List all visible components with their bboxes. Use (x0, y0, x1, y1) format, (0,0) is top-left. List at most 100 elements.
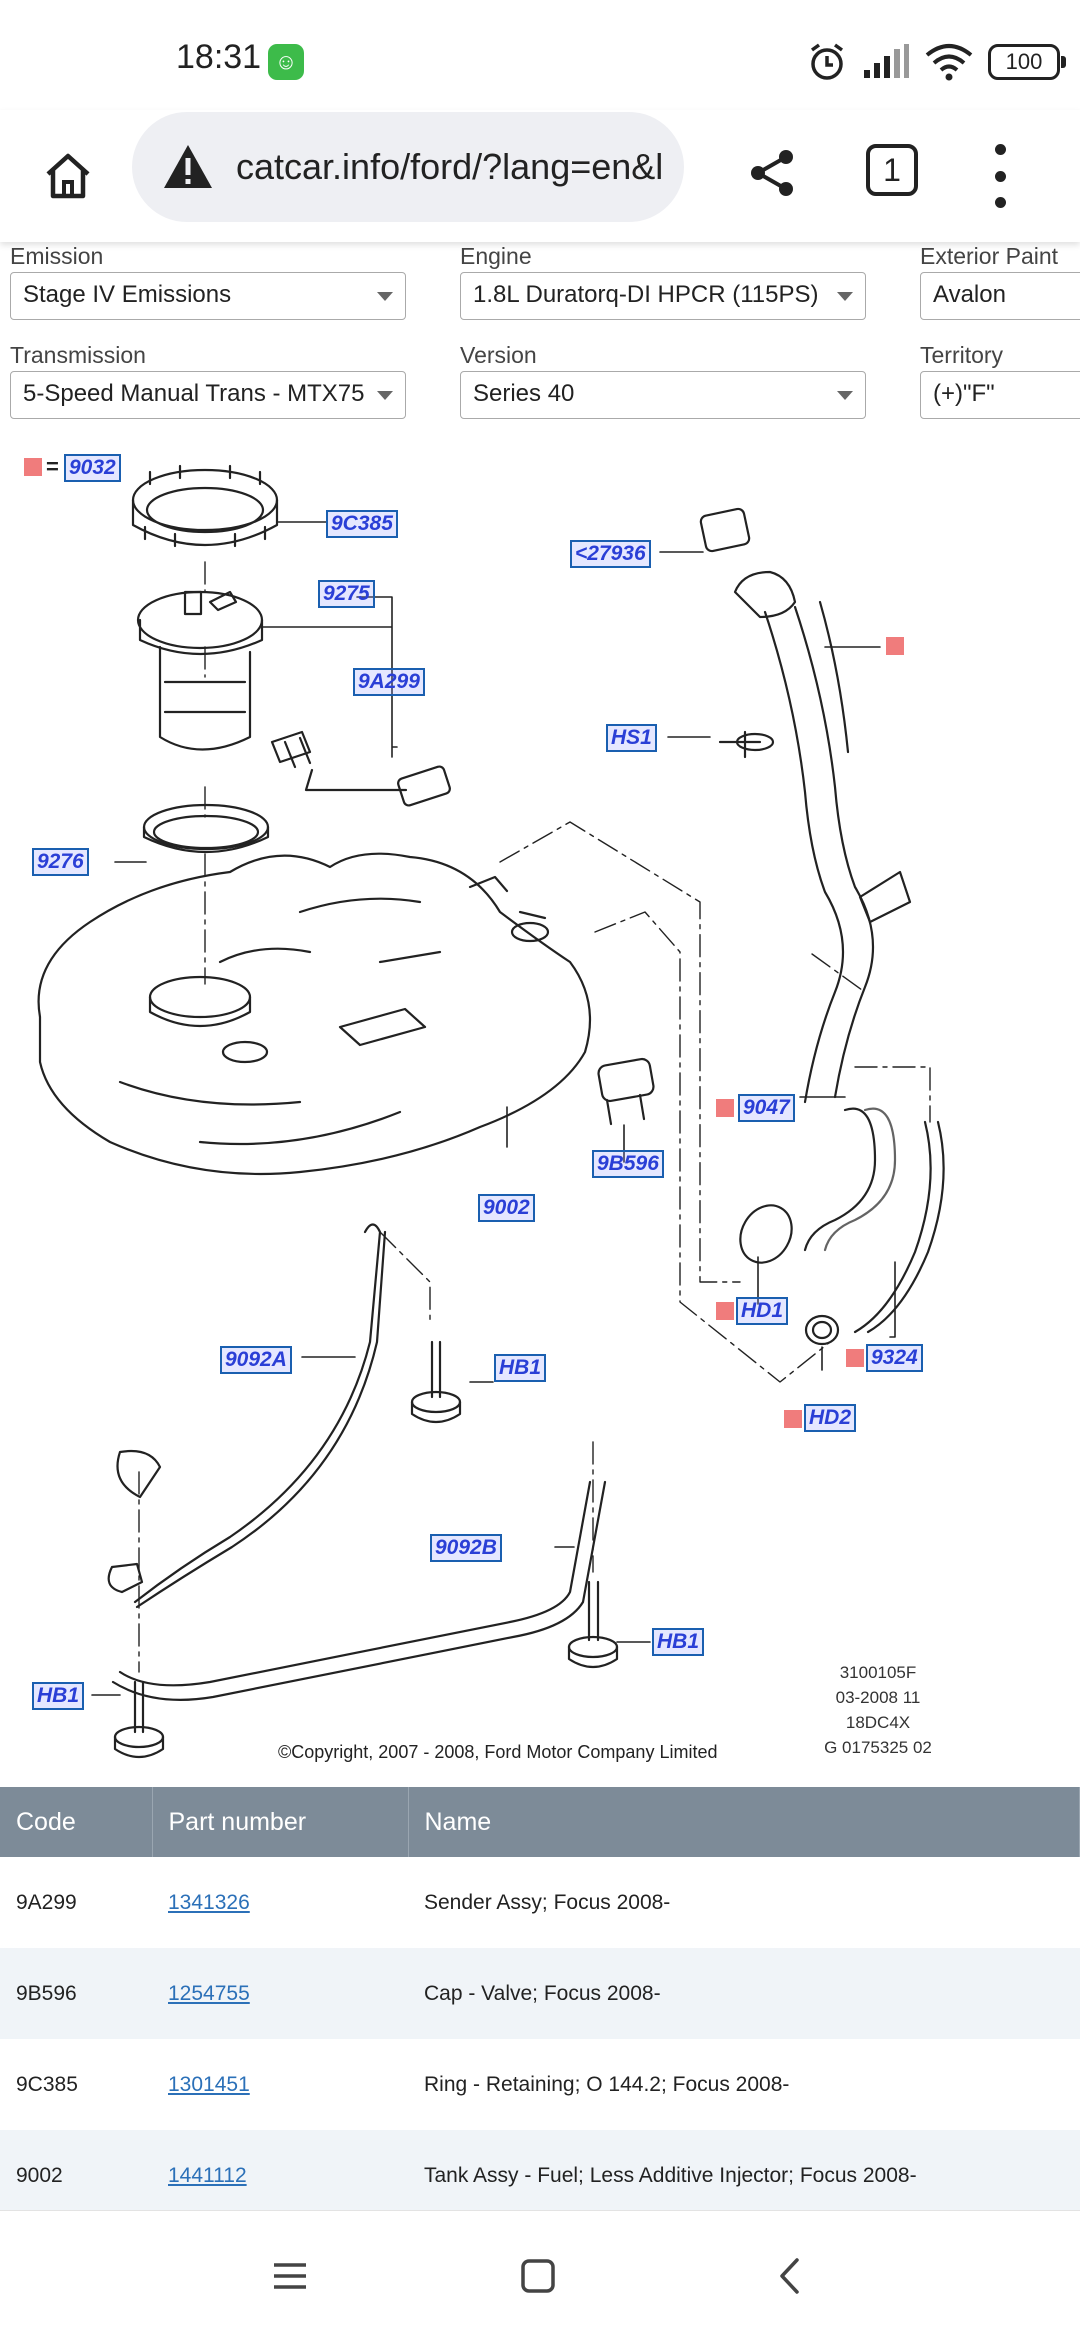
transmission-select[interactable]: 5-Speed Manual Trans - MTX75 (10, 371, 406, 419)
callout-9092a[interactable]: 9092A (220, 1346, 292, 1374)
share-icon (751, 150, 793, 196)
territory-select[interactable]: (+)"F" (920, 371, 1080, 419)
table-row: 9A299 1341326 Sender Assy; Focus 2008- (0, 1857, 1080, 1948)
callout-9a299[interactable]: 9A299 (353, 668, 425, 696)
chevron-down-icon (377, 292, 393, 301)
callout-hd1[interactable]: HD1 (736, 1297, 789, 1325)
emission-select[interactable]: Stage IV Emissions (10, 272, 406, 320)
callout-hd2[interactable]: HD2 (804, 1404, 857, 1432)
tank-strap-drawing (107, 1223, 607, 1701)
leader-lines (91, 521, 896, 1696)
transmission-value: 5-Speed Manual Trans - MTX75 (23, 380, 365, 407)
cell-code: 9C385 (16, 2072, 78, 2096)
status-bar: 18:31 ☺ 100 (0, 0, 1080, 110)
part-number-link[interactable]: 1301451 (168, 2072, 250, 2096)
chevron-down-icon (837, 292, 853, 301)
header-part-number: Part number (152, 1787, 409, 1857)
android-robot-icon: ☺ (268, 44, 304, 80)
marker-icon (24, 458, 42, 476)
callout-hb1[interactable]: HB1 (494, 1354, 547, 1382)
drawing-stamp: 3100105F 03-2008 11 18DC4X G 0175325 02 (808, 1660, 948, 1760)
marker-icon (716, 1302, 734, 1320)
fuel-system-drawing (37, 464, 945, 1759)
callout-27936[interactable]: <27936 (570, 540, 651, 568)
parts-diagram: = 9032 9C385 9275 9A299 <27936 HS1 9276 … (0, 442, 1080, 1787)
territory-filter: Territory (+)"F" (920, 341, 1080, 419)
exterior-paint-label: Exterior Paint (920, 243, 1059, 269)
header-code: Code (0, 1787, 153, 1857)
callout-9032[interactable]: 9032 (64, 454, 121, 482)
cell-part-number: 1441112 (152, 2130, 408, 2221)
territory-value: (+)"F" (933, 380, 995, 407)
marker-icon (784, 1410, 802, 1428)
header-name: Name (408, 1787, 1080, 1857)
stamp-line: 03-2008 11 (835, 1688, 921, 1707)
engine-value: 1.8L Duratorq-DI HPCR (115PS) (473, 281, 819, 308)
more-vert-icon[interactable] (980, 138, 1020, 214)
version-select[interactable]: Series 40 (460, 371, 866, 419)
emission-value: Stage IV Emissions (23, 281, 232, 308)
url-text[interactable]: catcar.info/ford/?lang=en&l (236, 146, 664, 187)
recents-button[interactable] (260, 2246, 320, 2306)
transmission-label: Transmission (10, 342, 146, 368)
parts-table: Code Part number Name 9A299 1341326 Send… (0, 1787, 1080, 2221)
cell-part-number: 1341326 (152, 1857, 408, 1948)
back-icon (780, 2258, 799, 2294)
fuel-sender-drawing (136, 590, 451, 807)
callout-hb1[interactable]: HB1 (652, 1628, 705, 1656)
callout-9324[interactable]: 9324 (866, 1344, 923, 1372)
callout-9276[interactable]: 9276 (32, 848, 89, 876)
warning-icon[interactable] (162, 141, 214, 193)
status-time: 18:31 (176, 38, 262, 76)
cell-part-number: 1254755 (152, 1948, 408, 2039)
retaining-ring-drawing (131, 464, 279, 548)
exterior-paint-value: Avalon (933, 281, 1006, 308)
cell-name: Tank Assy - Fuel; Less Additive Injector… (408, 2130, 1080, 2221)
engine-select[interactable]: 1.8L Duratorq-DI HPCR (115PS) (460, 272, 866, 320)
cell-code: 9A299 (16, 1890, 77, 1914)
exterior-paint-select[interactable]: Avalon (920, 272, 1080, 320)
cell-name: Cap - Valve; Focus 2008- (408, 1948, 1080, 2039)
back-button[interactable] (760, 2246, 820, 2306)
exterior-paint-filter: Exterior Paint Avalon (920, 242, 1080, 320)
gasket-drawing (142, 803, 270, 854)
stamp-line: 18DC4X (845, 1713, 911, 1732)
callout-9047[interactable]: 9047 (738, 1094, 795, 1122)
callout-hb1[interactable]: HB1 (32, 1682, 85, 1710)
system-nav-bar (0, 2210, 1080, 2340)
wifi-icon (925, 44, 973, 81)
home-nav-button[interactable] (508, 2246, 568, 2306)
stamp-line: G 0175325 02 (824, 1738, 932, 1757)
home-square-icon (521, 2259, 555, 2293)
home-button[interactable] (30, 138, 106, 214)
marker-icon (716, 1099, 734, 1117)
marker-icon (886, 637, 904, 655)
chevron-down-icon (837, 391, 853, 400)
callout-9c385[interactable]: 9C385 (326, 510, 398, 538)
callout-9002[interactable]: 9002 (478, 1194, 535, 1222)
vehicle-filters: Emission Stage IV Emissions Engine 1.8L … (0, 242, 1080, 442)
tabs-icon[interactable]: 1 (866, 144, 918, 196)
cap-valve-drawing (597, 1057, 655, 1126)
part-number-link[interactable]: 1254755 (168, 1981, 250, 2005)
browser-toolbar: catcar.info/ford/?lang=en&l 1 (0, 110, 1080, 242)
cell-code: 9002 (0, 2130, 152, 2221)
url-bar[interactable]: catcar.info/ford/?lang=en&l (132, 112, 684, 222)
copyright-text: ©Copyright, 2007 - 2008, Ford Motor Comp… (278, 1742, 718, 1762)
callout-hs1[interactable]: HS1 (606, 724, 657, 752)
engine-filter: Engine 1.8L Duratorq-DI HPCR (115PS) (460, 242, 866, 320)
engine-label: Engine (460, 243, 532, 269)
callout-9b596[interactable]: 9B596 (592, 1150, 664, 1178)
callout-9092b[interactable]: 9092B (430, 1534, 502, 1562)
battery-icon: 100 (988, 44, 1066, 80)
cell-name: Sender Assy; Focus 2008- (424, 1890, 671, 1914)
part-number-link[interactable]: 1341326 (168, 1890, 250, 1914)
table-row: 9C385 1301451 Ring - Retaining; O 144.2;… (0, 2039, 1080, 2130)
callout-9275[interactable]: 9275 (318, 580, 375, 608)
signal-icon (864, 44, 909, 78)
version-label: Version (460, 342, 537, 368)
share-button[interactable] (738, 138, 808, 208)
emission-filter: Emission Stage IV Emissions (10, 242, 406, 320)
territory-label: Territory (920, 342, 1004, 368)
part-number-link[interactable]: 1441112 (168, 2163, 247, 2187)
